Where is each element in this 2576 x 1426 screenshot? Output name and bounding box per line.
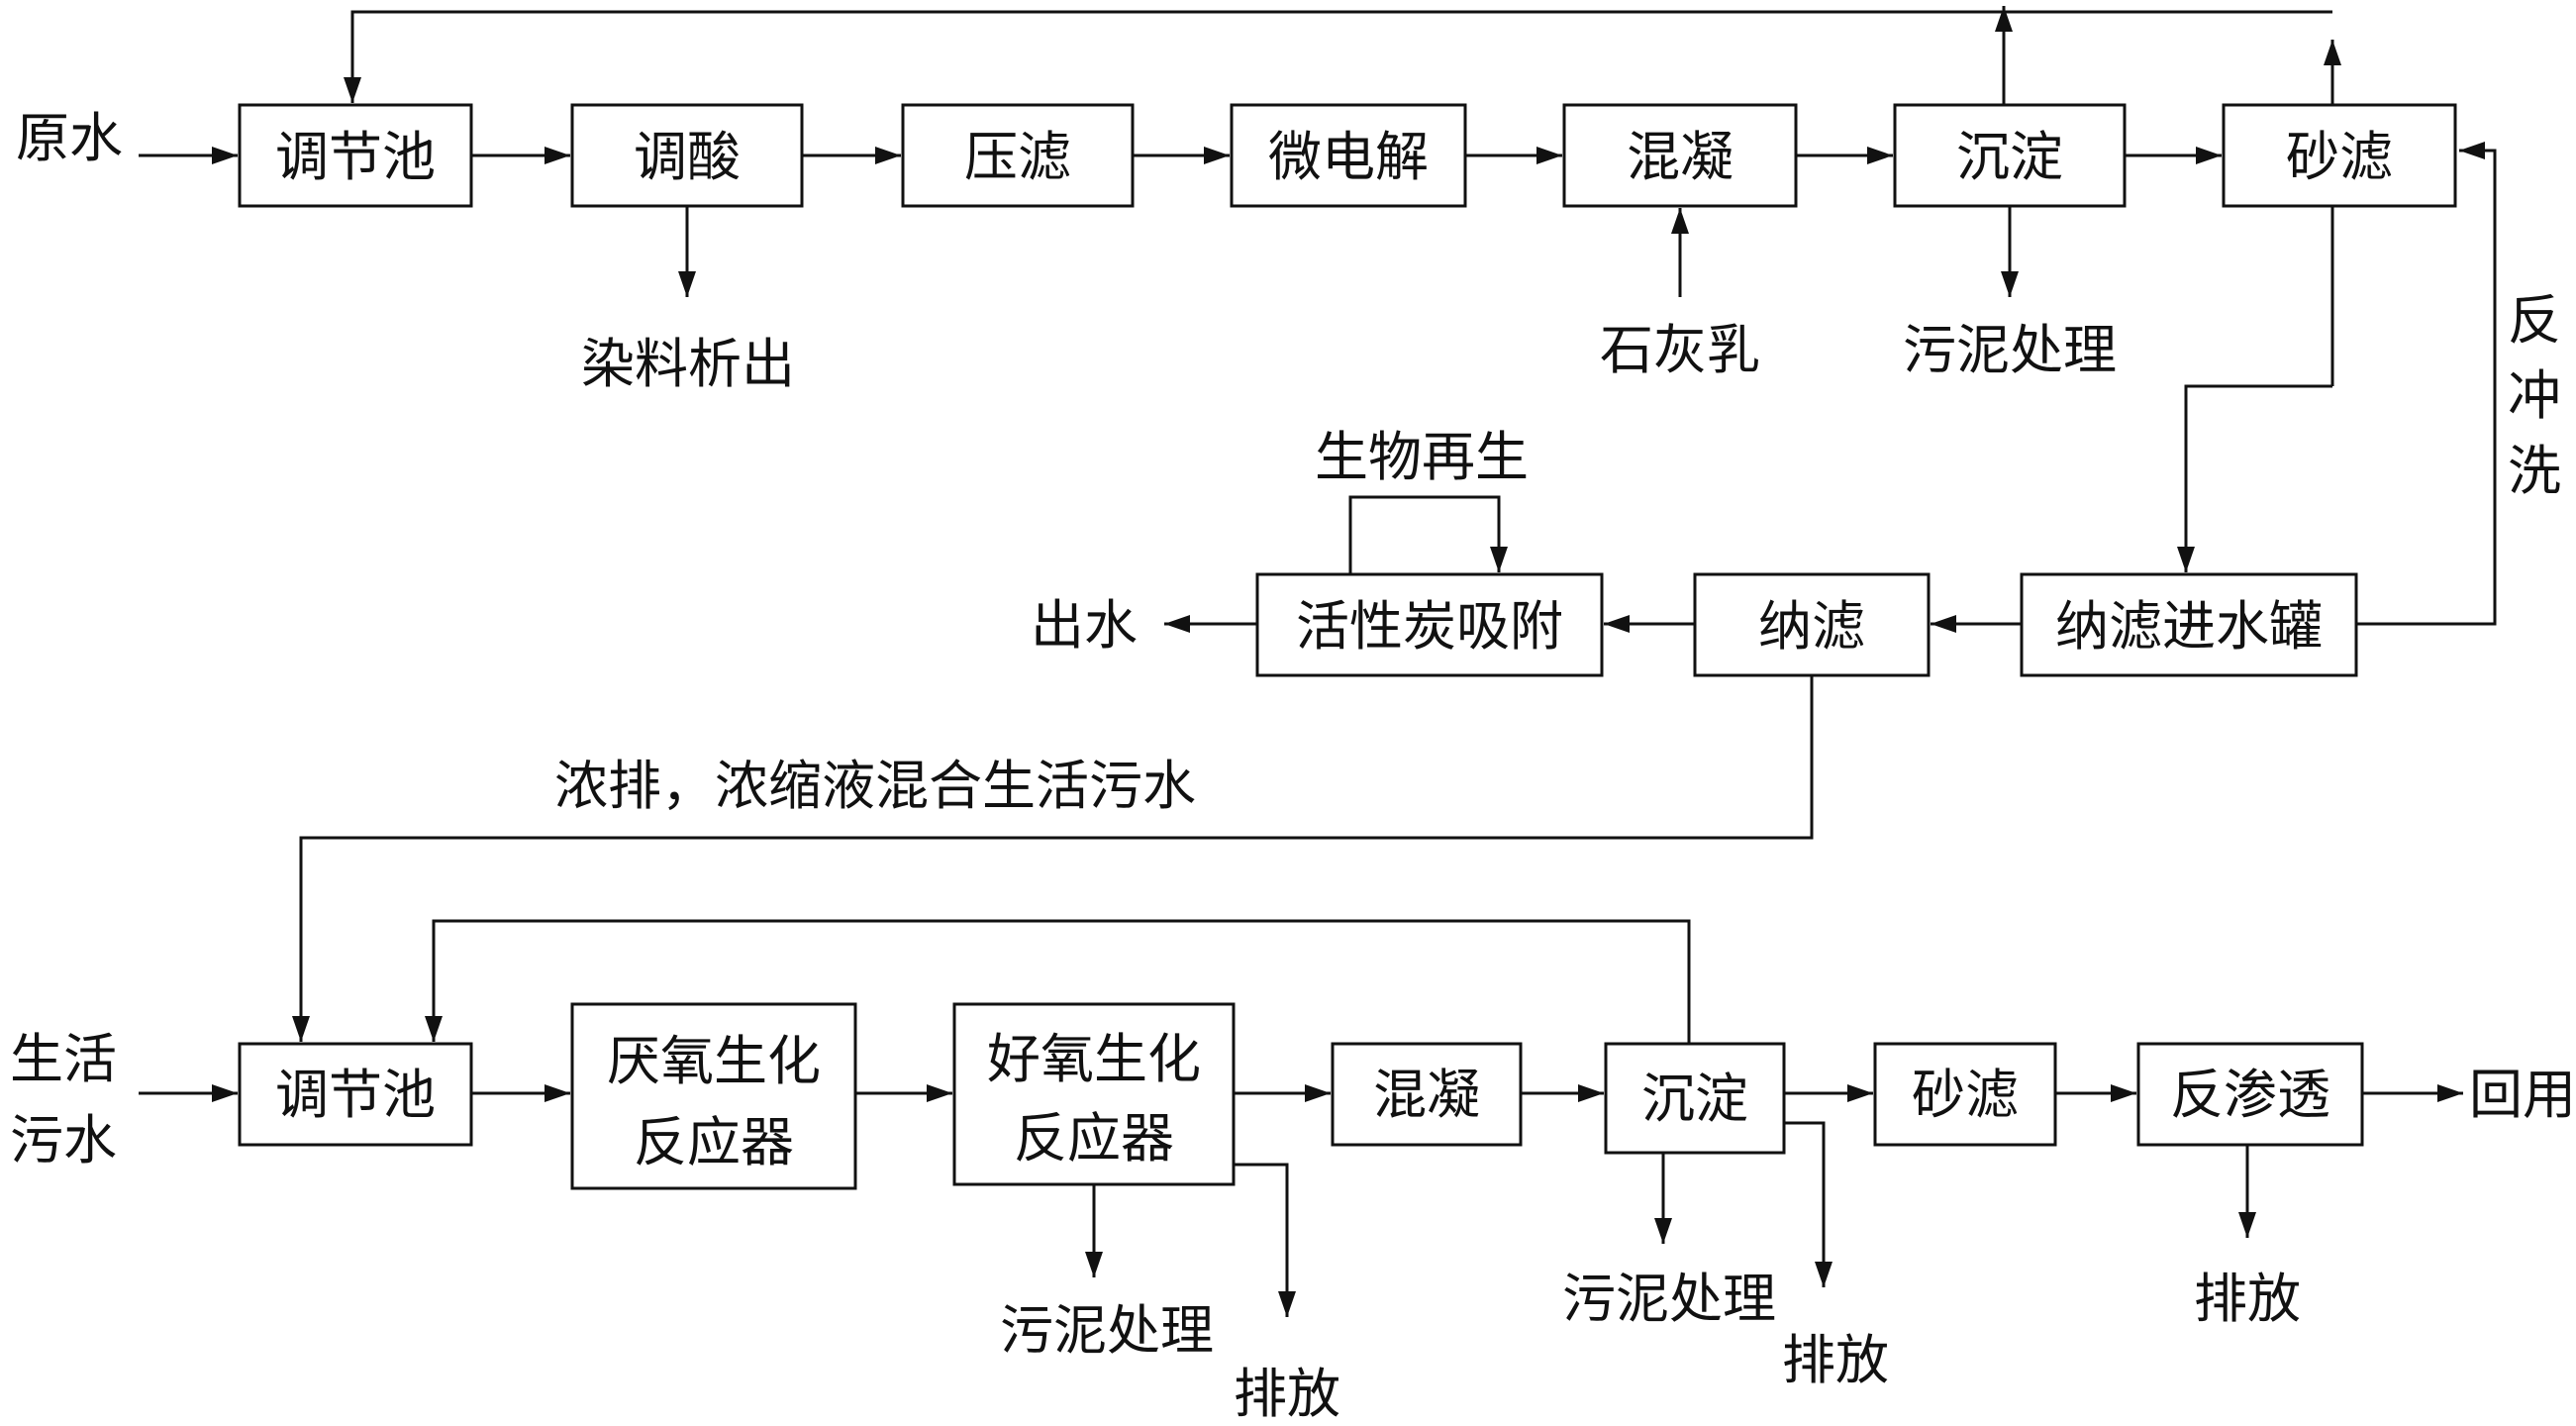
activated-carbon-box xyxy=(1255,572,1604,677)
acid-adjust-label: 调酸 xyxy=(634,126,741,188)
nf-feed-tank-box xyxy=(2020,572,2358,677)
nanofiltration-box xyxy=(1693,572,1931,677)
domestic-wastewater-label-1: 生活 xyxy=(10,1028,117,1090)
nanofiltration-label: 纳滤 xyxy=(1758,595,1865,658)
arrow-sand-to-nf-tank-2 xyxy=(2177,384,2332,572)
coagulation-box-2 xyxy=(1331,1042,1523,1147)
sedimentation-box-2 xyxy=(1604,1042,1786,1155)
acid-adjust-box xyxy=(570,103,804,208)
arrow-sed-to-discharge-2 xyxy=(1784,1121,1833,1287)
reverse-osmosis-box xyxy=(2136,1042,2364,1147)
regulating-tank-label: 调节池 xyxy=(275,126,436,188)
backwash-char-2: 冲 xyxy=(2508,364,2561,427)
sedimentation-label: 沉淀 xyxy=(1956,126,2063,188)
aerobic-reactor-label-1: 好氧生化 xyxy=(987,1028,1201,1090)
recycle-line-top xyxy=(344,10,2332,103)
recycle-line-bottom xyxy=(425,919,1691,1044)
sedimentation-box xyxy=(1893,103,2127,208)
micro-electrolysis-label: 微电解 xyxy=(1268,126,1429,188)
coagulation-label-2: 混凝 xyxy=(1373,1064,1480,1126)
sedimentation-label-2: 沉淀 xyxy=(1641,1068,1748,1130)
arrow-aerobic-to-discharge xyxy=(1234,1163,1296,1317)
sludge-treatment-label-top: 污泥处理 xyxy=(1903,319,2117,381)
backwash-line xyxy=(2356,142,2497,626)
regulating-tank-label-2: 调节池 xyxy=(275,1064,436,1126)
press-filter-box xyxy=(901,103,1135,208)
anaerobic-reactor-box xyxy=(570,1002,857,1190)
dye-precipitation-label: 染料析出 xyxy=(581,333,795,395)
anaerobic-reactor-label-1: 厌氧生化 xyxy=(607,1030,821,1092)
nf-feed-tank-label: 纳滤进水罐 xyxy=(2055,595,2323,658)
raw-water-label: 原水 xyxy=(16,107,123,169)
reverse-osmosis-label: 反渗透 xyxy=(2170,1064,2330,1126)
sludge-treatment-label-b1: 污泥处理 xyxy=(1000,1299,1214,1362)
coagulation-label: 混凝 xyxy=(1627,126,1734,188)
sludge-treatment-label-b2: 污泥处理 xyxy=(1562,1268,1776,1330)
concentrate-line xyxy=(292,675,1814,1042)
discharge-label-b3: 排放 xyxy=(2194,1268,2301,1330)
outlet-water-label: 出水 xyxy=(1031,594,1138,657)
coagulation-box xyxy=(1562,103,1798,208)
backwash-char-3: 洗 xyxy=(2508,440,2561,502)
backwash-char-1: 反 xyxy=(2508,289,2561,352)
anaerobic-reactor-label-2: 反应器 xyxy=(634,1111,794,1173)
domestic-wastewater-label-2: 污水 xyxy=(10,1109,117,1171)
discharge-label-b2: 排放 xyxy=(1782,1329,1889,1391)
sand-filter-label: 砂滤 xyxy=(2286,126,2393,188)
activated-carbon-label: 活性炭吸附 xyxy=(1296,595,1563,658)
bio-regen-label: 生物再生 xyxy=(1315,426,1529,488)
aerobic-reactor-label-2: 反应器 xyxy=(1014,1107,1174,1170)
concentrate-note-label: 浓排，浓缩液混合生活污水 xyxy=(554,755,1196,817)
press-filter-label: 压滤 xyxy=(964,126,1071,188)
reuse-label: 回用 xyxy=(2469,1064,2576,1126)
lime-milk-label: 石灰乳 xyxy=(1600,319,1760,381)
discharge-label-b1: 排放 xyxy=(1234,1363,1340,1425)
regulating-tank-box-2 xyxy=(238,1042,473,1147)
sand-filter-label-2: 砂滤 xyxy=(1912,1064,2019,1126)
bio-regen-loop xyxy=(1348,495,1508,574)
sand-filter-box xyxy=(2222,103,2457,208)
